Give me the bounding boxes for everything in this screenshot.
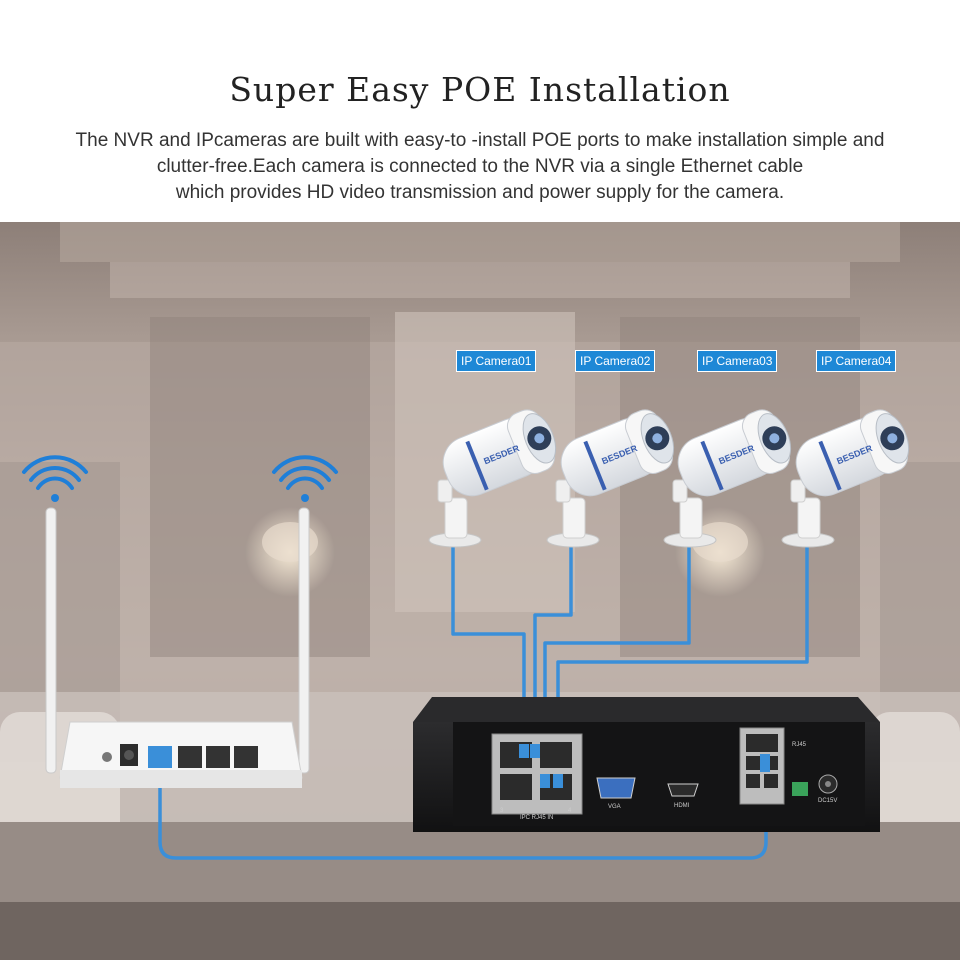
camera-label-01: IP Camera01 — [456, 350, 537, 372]
camera-icon: BESDER — [546, 409, 675, 548]
description-line: which provides HD video transmission and… — [175, 182, 785, 203]
wifi-icon — [272, 455, 338, 502]
port-number-3: 3 — [500, 808, 504, 814]
page-title: Super Easy POE Installation — [229, 70, 731, 109]
description: The NVR and IPcameras are built with eas… — [40, 128, 920, 206]
header: Super Easy POE Installation The NVR and … — [0, 0, 960, 222]
hdmi-label: HDMI — [674, 803, 690, 809]
description-line: clutter-free.Each camera is connected to… — [156, 156, 804, 177]
nvr-icon: 3 4 IPC RJ45 IN VGA HDMI RJ45 DC15V — [413, 697, 880, 832]
camera-label-04: IP Camera04 — [816, 350, 897, 372]
port-number-4: 4 — [568, 808, 572, 814]
rj45-label: RJ45 — [792, 742, 807, 748]
vga-label: VGA — [608, 804, 621, 810]
ethernet-cable-icon — [158, 540, 809, 860]
camera-icon: BESDER — [663, 409, 792, 548]
ipc-rj45-in-label: IPC RJ45 IN — [520, 815, 553, 821]
camera-label-03: IP Camera03 — [697, 350, 778, 372]
description-line: The NVR and IPcameras are built with eas… — [75, 130, 885, 151]
router-icon — [45, 507, 310, 788]
room-background — [0, 222, 960, 960]
camera-icon: BESDER — [428, 409, 557, 548]
camera-label-02: IP Camera02 — [575, 350, 656, 372]
wifi-icon — [22, 455, 88, 502]
dc-label: DC15V — [818, 798, 837, 804]
camera-icon: BESDER — [781, 409, 910, 548]
installation-illustration: 3 4 IPC RJ45 IN VGA HDMI RJ45 DC15V BESD… — [0, 222, 960, 960]
living-room-scene: 3 4 IPC RJ45 IN VGA HDMI RJ45 DC15V BESD… — [0, 222, 960, 960]
